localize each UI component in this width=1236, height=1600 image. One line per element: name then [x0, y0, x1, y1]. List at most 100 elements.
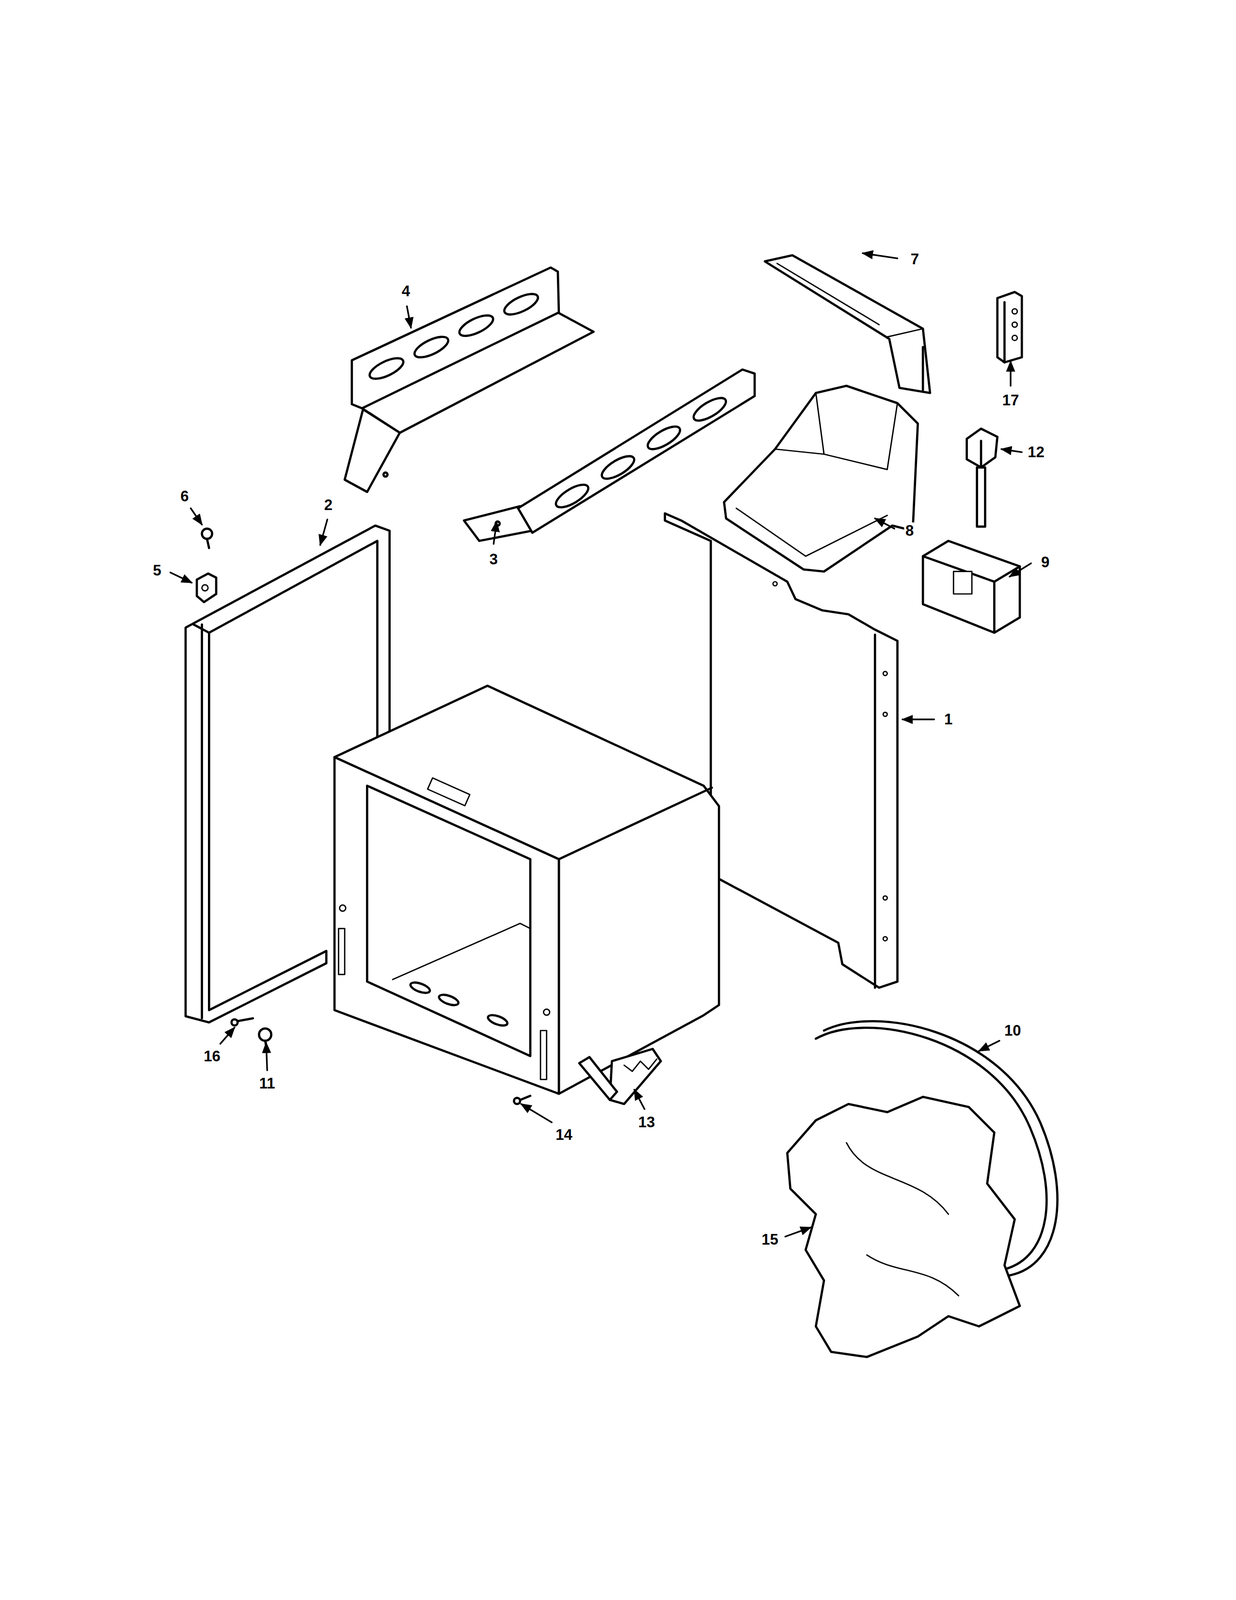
rear-bracket: [501, 289, 541, 319]
leader-arrows: [170, 572, 192, 583]
leader-arrows: [862, 253, 898, 259]
oven-cavity: [334, 757, 559, 1094]
junction-box: [993, 581, 996, 633]
callout-number: 7: [909, 251, 921, 268]
screws-clips: [196, 573, 217, 603]
front-bracket: [690, 393, 729, 425]
oven-cavity: [366, 785, 531, 1057]
junction-box: [953, 571, 972, 594]
callout-number: 3: [488, 550, 500, 567]
terminal-block: [1003, 301, 1006, 363]
leader-arrows: [266, 1042, 268, 1071]
leader-arrows: [406, 306, 411, 328]
vent-duct: [764, 254, 931, 393]
oven-cavity: [486, 1012, 509, 1028]
rear-bracket: [366, 353, 407, 383]
vent-duct: [764, 254, 931, 393]
callout-number: 4: [400, 282, 412, 299]
power-plug: [966, 428, 998, 468]
junction-box: [922, 540, 1020, 633]
callout-number: 16: [202, 1047, 222, 1064]
leader-arrows: [1009, 563, 1031, 577]
air-duct: [724, 385, 919, 572]
power-plug: [977, 467, 986, 527]
air-duct: [824, 403, 898, 470]
callout-number: 1: [942, 711, 954, 728]
vent-duct: [776, 263, 879, 325]
leader-arrows: [1009, 361, 1012, 386]
front-bracket: [463, 369, 755, 541]
rear-bracket: [411, 332, 451, 362]
callout-number: 13: [636, 1113, 657, 1130]
rear-bracket: [456, 311, 496, 340]
leader-arrows: [1001, 448, 1022, 452]
oven-cavity: [339, 904, 347, 912]
screws-clips: [236, 1017, 254, 1021]
rear-bracket: [351, 267, 559, 409]
door-hinge: [579, 1056, 618, 1100]
screws-clips: [520, 1095, 531, 1100]
side-panel: [773, 581, 777, 586]
door-hinge: [624, 1058, 657, 1071]
callout-number: 8: [903, 522, 916, 539]
leader-arrows: [634, 1089, 645, 1110]
oven-cavity: [334, 685, 719, 1094]
gasket-and-bag: [846, 1142, 949, 1214]
oven-cavity: [540, 1030, 547, 1079]
terminal-block: [997, 291, 1022, 363]
vent-duct: [887, 328, 923, 337]
terminal-block: [1012, 321, 1018, 328]
callout-number: 10: [1002, 1022, 1023, 1039]
leader-arrows: [170, 253, 1031, 1236]
front-bracket: [598, 451, 638, 483]
vent-duct: [921, 347, 925, 390]
gasket-and-bag: [787, 1020, 1058, 1357]
screws-clips: [231, 1018, 238, 1026]
screws-clips: [206, 538, 209, 548]
callout-number: 5: [151, 562, 163, 579]
screws-clips: [202, 584, 209, 591]
side-panel: [883, 712, 888, 716]
rear-bracket: [344, 267, 594, 492]
screws-clips: [513, 1097, 521, 1104]
air-duct: [736, 507, 888, 556]
leader-arrows: [493, 521, 497, 544]
gasket-and-bag: [866, 1254, 959, 1296]
rear-bracket: [344, 409, 400, 492]
side-panel: [883, 936, 888, 941]
callout-number: 2: [322, 496, 334, 513]
front-bracket: [552, 480, 592, 512]
screws-clips: [202, 528, 213, 539]
callout-number: 15: [760, 1231, 780, 1248]
terminal-block: [997, 291, 1022, 363]
leader-arrows: [902, 718, 935, 720]
oven-cavity: [338, 928, 346, 975]
callout-number: 11: [257, 1075, 277, 1092]
power-plug: [980, 440, 983, 465]
leader-arrows: [874, 518, 895, 529]
side-panel: [873, 634, 877, 988]
side-panel: [883, 671, 888, 676]
oven-cavity: [543, 1008, 550, 1015]
power-plug: [966, 428, 998, 527]
callout-number: 9: [1039, 554, 1051, 571]
junction-box: [922, 540, 1020, 633]
leader-arrows: [785, 1227, 811, 1237]
oven-cavity: [427, 777, 470, 806]
rear-bracket: [383, 472, 388, 477]
side-panel: [883, 895, 888, 900]
leader-arrows: [220, 1027, 235, 1044]
front-bracket: [518, 369, 755, 533]
oven-cavity: [409, 980, 431, 995]
callout-number: 17: [1000, 391, 1021, 408]
door-hinge: [609, 1048, 661, 1104]
door-hinge: [579, 1048, 661, 1104]
door-frame: [193, 624, 210, 633]
callout-number: 14: [554, 1125, 574, 1142]
screws-clips: [258, 1028, 271, 1041]
terminal-block: [1012, 308, 1018, 315]
leader-arrows: [190, 507, 202, 525]
air-duct: [775, 393, 824, 455]
gasket-and-bag: [787, 1096, 1020, 1357]
